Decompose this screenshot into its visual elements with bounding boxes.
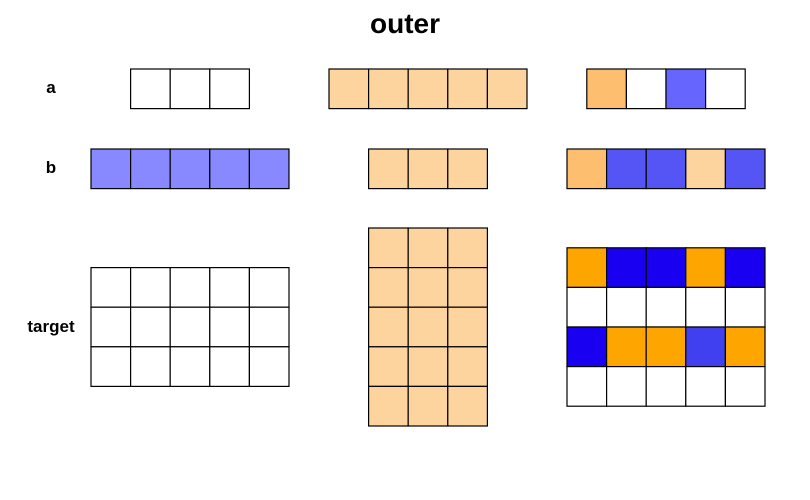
- right-a-cell: [704, 68, 746, 110]
- right-b-grid: [566, 148, 766, 190]
- left-target-cell: [90, 346, 132, 387]
- middle-b-cell: [407, 148, 449, 190]
- middle-target-cell: [368, 346, 409, 387]
- right-target-cell: [685, 286, 726, 328]
- middle-b-grid: [368, 148, 488, 190]
- right-target-cell: [685, 326, 726, 368]
- left-a-cell: [130, 68, 171, 110]
- right-target-cell: [724, 326, 766, 368]
- left-target-cell: [130, 267, 171, 308]
- middle-target-cell: [407, 346, 449, 387]
- middle-a-cell: [368, 68, 409, 110]
- middle-a-cell: [407, 68, 449, 110]
- middle-target-cell: [407, 306, 449, 348]
- left-target-cell: [248, 346, 290, 387]
- left-target-cell: [130, 346, 171, 387]
- right-target-cell: [566, 247, 608, 289]
- left-target-grid: [90, 267, 290, 387]
- left-b-cell: [209, 148, 251, 190]
- middle-target-cell: [407, 227, 449, 269]
- middle-target-cell: [407, 385, 449, 427]
- right-target-cell: [724, 247, 766, 289]
- right-target-cell: [645, 286, 687, 328]
- left-target-cell: [169, 306, 211, 348]
- middle-a-cell: [486, 68, 528, 110]
- right-target-cell: [685, 247, 726, 289]
- middle-target-cell: [447, 346, 488, 387]
- middle-a-cell: [447, 68, 488, 110]
- row-label-b: b: [45, 158, 57, 177]
- right-a-cell: [586, 68, 627, 110]
- left-target-cell: [90, 306, 132, 348]
- right-target-cell: [645, 326, 687, 368]
- left-b-cell: [130, 148, 171, 190]
- middle-a-grid: [328, 68, 528, 110]
- right-b-cell: [724, 148, 766, 190]
- right-target-cell: [566, 366, 608, 407]
- left-target-cell: [169, 267, 211, 308]
- middle-a-cell: [328, 68, 370, 110]
- right-a-cell: [665, 68, 707, 110]
- right-target-cell: [605, 247, 647, 289]
- right-target-cell: [566, 326, 608, 368]
- middle-target-cell: [447, 227, 488, 269]
- left-target-cell: [209, 346, 251, 387]
- middle-target-cell: [447, 306, 488, 348]
- right-target-cell: [605, 366, 647, 407]
- left-target-cell: [248, 306, 290, 348]
- right-a-cell: [625, 68, 667, 110]
- middle-target-cell: [368, 267, 409, 308]
- right-target-cell: [605, 286, 647, 328]
- right-target-cell: [566, 286, 608, 328]
- middle-target-cell: [447, 385, 488, 427]
- left-b-grid: [90, 148, 290, 190]
- right-target-cell: [645, 366, 687, 407]
- left-a-cell: [209, 68, 251, 110]
- row-label-target: target: [27, 317, 75, 336]
- middle-b-cell: [368, 148, 409, 190]
- left-target-cell: [130, 306, 171, 348]
- middle-b-cell: [447, 148, 488, 190]
- left-a-cell: [169, 68, 211, 110]
- right-target-cell: [724, 286, 766, 328]
- right-target-cell: [685, 366, 726, 407]
- right-b-cell: [645, 148, 687, 190]
- right-target-cell: [724, 366, 766, 407]
- left-target-cell: [169, 346, 211, 387]
- middle-target-cell: [368, 385, 409, 427]
- middle-target-cell: [407, 267, 449, 308]
- middle-target-cell: [447, 267, 488, 308]
- right-b-cell: [605, 148, 647, 190]
- left-b-cell: [248, 148, 290, 190]
- right-target-cell: [645, 247, 687, 289]
- right-b-cell: [566, 148, 608, 190]
- left-b-cell: [90, 148, 132, 190]
- left-target-cell: [248, 267, 290, 308]
- left-target-cell: [209, 306, 251, 348]
- middle-target-grid: [368, 227, 488, 427]
- diagram-title: outer: [370, 8, 440, 39]
- left-target-cell: [209, 267, 251, 308]
- right-target-grid: [566, 247, 766, 407]
- middle-target-cell: [368, 306, 409, 348]
- middle-target-cell: [368, 227, 409, 269]
- right-a-grid: [586, 68, 746, 110]
- right-target-cell: [605, 326, 647, 368]
- row-label-a: a: [46, 78, 56, 97]
- left-target-cell: [90, 267, 132, 308]
- right-b-cell: [685, 148, 726, 190]
- left-a-grid: [130, 68, 251, 110]
- left-b-cell: [169, 148, 211, 190]
